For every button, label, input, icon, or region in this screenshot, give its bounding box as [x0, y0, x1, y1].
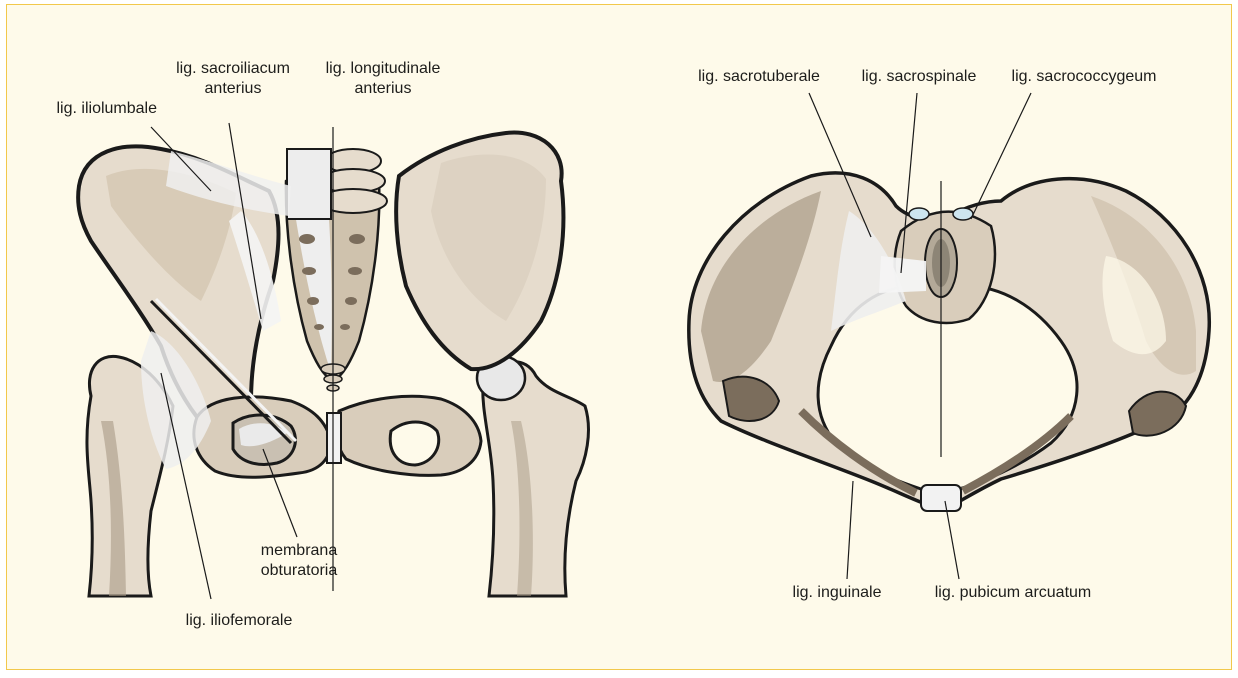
label-inguinale: lig. inguinale: [793, 584, 882, 601]
pelvis-ligaments-diagram: lig. iliolumbale lig. sacroiliacum anter…: [7, 5, 1233, 671]
label-membrana-line2: obturatoria: [261, 562, 338, 579]
label-sacrotuberale: lig. sacrotuberale: [698, 68, 820, 85]
diagram-panel: lig. iliolumbale lig. sacroiliacum anter…: [6, 4, 1232, 670]
label-membrana-line1: membrana: [261, 542, 338, 559]
anterior-view: lig. iliolumbale lig. sacroiliacum anter…: [57, 60, 589, 629]
superior-view: lig. sacrotuberale lig. sacrospinale lig…: [689, 68, 1209, 601]
label-sacrospinale: lig. sacrospinale: [862, 68, 977, 85]
label-sacroiliacum-line2: anterius: [205, 80, 262, 97]
label-sacroiliacum-line1: lig. sacroiliacum: [176, 60, 290, 77]
label-longitudinale-line2: anterius: [355, 80, 412, 97]
label-pubicum-arcuatum: lig. pubicum arcuatum: [935, 584, 1092, 601]
label-iliolumbale: lig. iliolumbale: [57, 100, 158, 117]
obturator-foramen-right: [390, 422, 439, 465]
label-longitudinale-line1: lig. longitudinale: [326, 60, 441, 77]
pubic-symphysis: [327, 413, 341, 463]
pubic-symphysis-superior: [921, 485, 961, 511]
label-sacrococcygeum: lig. sacrococcygeum: [1012, 68, 1157, 85]
label-iliofemorale: lig. iliofemorale: [186, 612, 293, 629]
lumbar-vertebrae: [287, 149, 387, 219]
